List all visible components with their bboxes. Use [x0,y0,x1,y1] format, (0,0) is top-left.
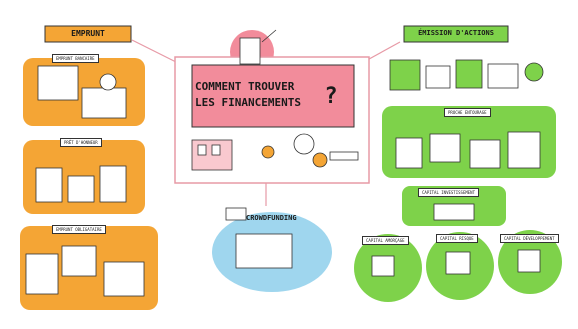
crowdfunding-title: CROWDFUNDING [246,214,297,222]
actions-title: ÉMISSION D'ACTIONS [418,29,494,37]
capital-amorcage-panel [354,234,422,302]
pret-honneur-label: PRÊT D'HONNEUR [60,138,102,147]
central-title-line1: COMMENT TROUVER [195,80,295,93]
capital-investissement-label: CAPITAL INVESTISSEMENT [418,188,479,197]
pret-honneur-panel [23,140,145,214]
capital-risque-label: CAPITAL RISQUE [436,234,478,243]
capital-amorcage-label: CAPITAL AMORÇAGE [362,236,409,245]
actions-top-illustration [389,59,544,91]
emprunt-section [20,25,158,310]
capital-developpement-label: CAPITAL DÉVELOPPEMENT [500,234,559,243]
proche-entourage-label: PROCHE ENTOURAGE [444,108,491,117]
emprunt-bancaire-label: EMPRUNT BANCAIRE [52,54,99,63]
proche-entourage-panel [382,106,556,178]
emprunt-bancaire-panel [23,58,145,126]
crowdfunding-section [212,207,332,292]
emprunt-title: EMPRUNT [71,29,105,38]
central-panel [174,29,370,184]
emprunt-obligataire-label: EMPRUNT OBLIGATAIRE [52,225,106,234]
central-title-line2: LES FINANCEMENTS [195,96,301,109]
emprunt-obligataire-panel [20,226,158,310]
central-illustrations [191,29,359,171]
capital-risque-panel [426,232,494,300]
capital-developpement-panel [498,230,562,294]
actions-section [354,25,562,302]
central-question-mark: ? [324,84,338,109]
